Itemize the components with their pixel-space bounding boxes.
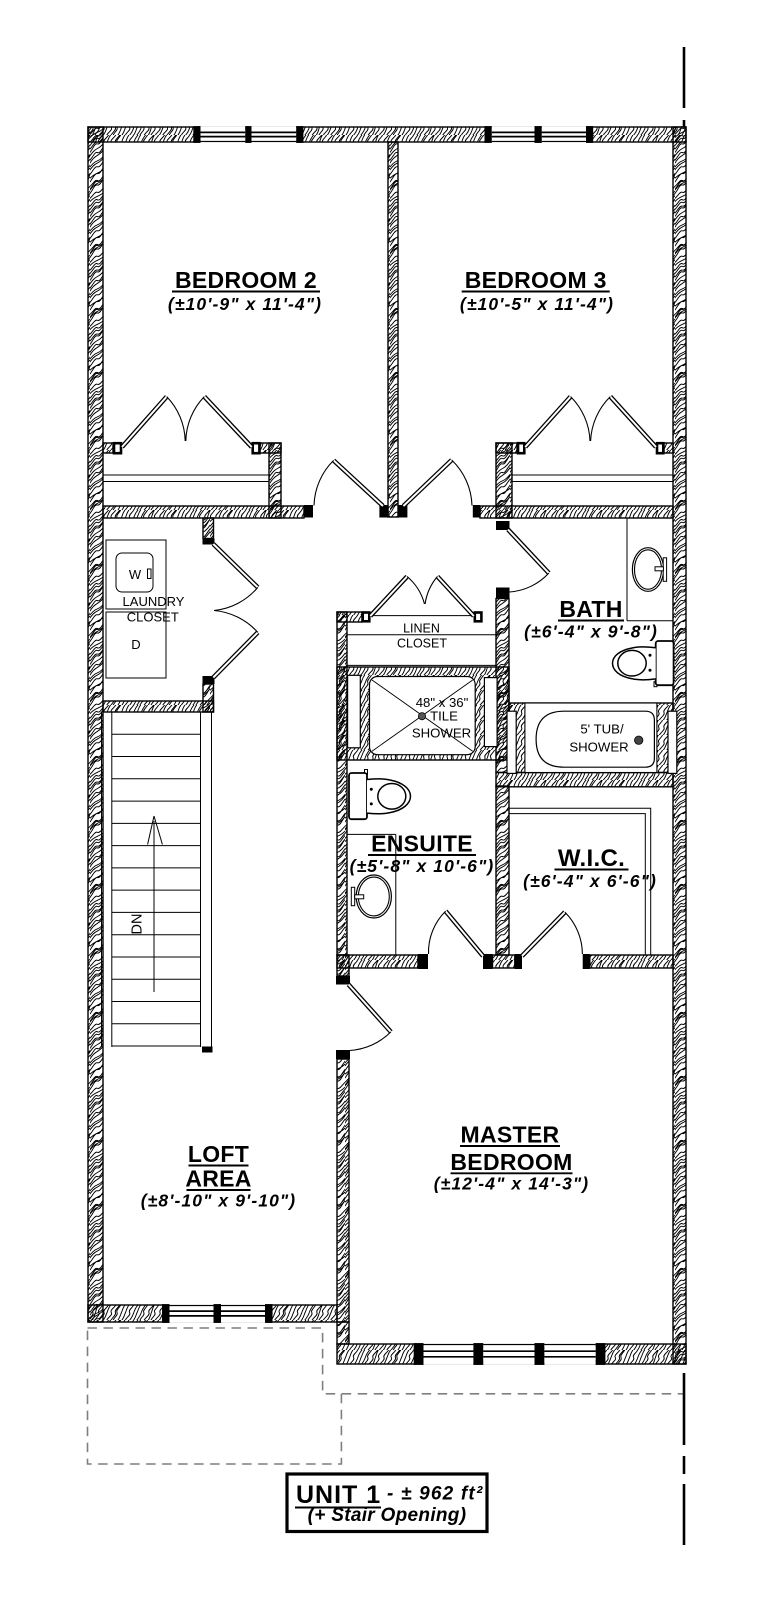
svg-text:DN: DN <box>130 914 146 935</box>
svg-text:(±5'-8" x 10'-6"): (±5'-8" x 10'-6") <box>350 856 495 876</box>
svg-text:SHOWER: SHOWER <box>412 725 471 740</box>
svg-text:D: D <box>131 637 140 652</box>
svg-text:5' TUB/: 5' TUB/ <box>580 722 624 737</box>
svg-text:W.I.C.: W.I.C. <box>558 845 625 872</box>
svg-text:CLOSET: CLOSET <box>397 637 447 651</box>
svg-text:(±6'-4" x 6'-6"): (±6'-4" x 6'-6") <box>523 871 657 891</box>
svg-text:TILE: TILE <box>430 709 458 724</box>
svg-text:- ± 962 ft²: - ± 962 ft² <box>387 1484 483 1505</box>
svg-text:BATH: BATH <box>559 596 622 622</box>
svg-text:MASTER: MASTER <box>461 1122 560 1148</box>
svg-text:(±10'-5" x 11'-4"): (±10'-5" x 11'-4") <box>460 294 614 314</box>
svg-text:LOFT: LOFT <box>188 1141 249 1167</box>
svg-text:CLOSET: CLOSET <box>127 610 179 625</box>
svg-text:(±12'-4" x 14'-3"): (±12'-4" x 14'-3") <box>434 1174 590 1194</box>
svg-text:(+ Stair Opening): (+ Stair Opening) <box>308 1505 467 1526</box>
svg-text:BEDROOM 2: BEDROOM 2 <box>175 267 317 293</box>
svg-text:ENSUITE: ENSUITE <box>371 831 473 857</box>
svg-text:LINEN: LINEN <box>403 622 440 636</box>
svg-text:BEDROOM 3: BEDROOM 3 <box>465 267 607 293</box>
svg-text:BEDROOM: BEDROOM <box>450 1149 572 1175</box>
svg-text:48" x 36": 48" x 36" <box>416 695 469 710</box>
svg-text:SHOWER: SHOWER <box>569 740 628 755</box>
svg-text:(±6'-4" x 9'-8"): (±6'-4" x 9'-8") <box>524 622 658 642</box>
svg-text:LAUNDRY: LAUNDRY <box>123 594 185 609</box>
svg-text:UNIT 1: UNIT 1 <box>296 1481 381 1509</box>
svg-text:(±8'-10" x 9'-10"): (±8'-10" x 9'-10") <box>141 1191 297 1211</box>
svg-text:(±10'-9" x 11'-4"): (±10'-9" x 11'-4") <box>168 294 322 314</box>
svg-text:W: W <box>129 567 142 582</box>
svg-text:AREA: AREA <box>185 1166 251 1192</box>
